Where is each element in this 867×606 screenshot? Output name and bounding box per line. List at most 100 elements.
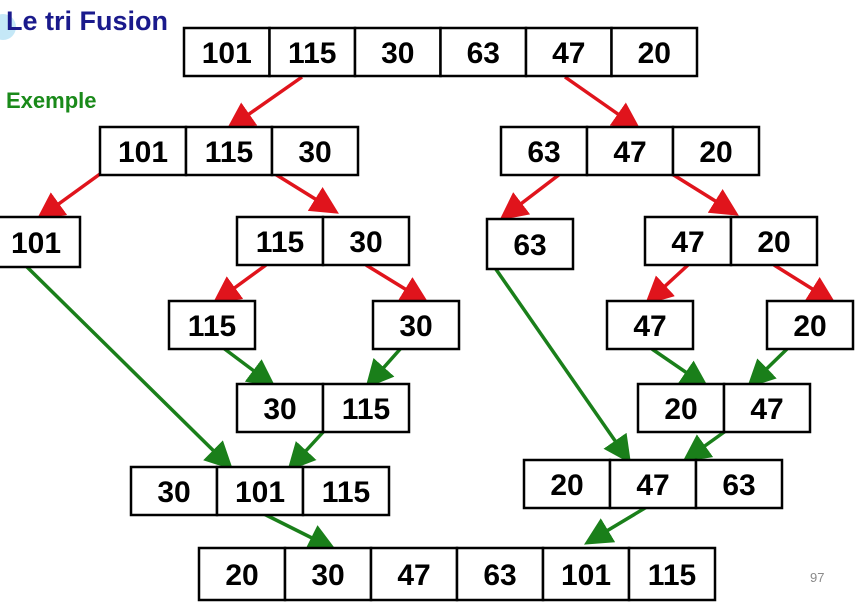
array-cell xyxy=(485,217,575,271)
split-arrow xyxy=(365,263,429,304)
array-cell xyxy=(524,26,613,78)
cell-value: 101 xyxy=(118,136,168,169)
merge-arrow xyxy=(23,263,233,470)
array-cell xyxy=(129,465,219,517)
arrays-layer: 101 115 30 63 47 20 101 115 30 63 47 20 101 115 30 63 47… xyxy=(0,26,855,602)
cell-value: 47 xyxy=(613,136,646,169)
page-subtitle: Exemple xyxy=(6,88,97,113)
array-cell xyxy=(301,465,391,517)
cell-value: 47 xyxy=(633,310,666,343)
split-arrow xyxy=(274,172,339,214)
merge-arrow xyxy=(365,345,404,389)
cell-value: 63 xyxy=(483,559,516,592)
cell-value: 20 xyxy=(638,37,671,70)
cell-value: 115 xyxy=(288,37,336,70)
cell-value: 115 xyxy=(256,226,304,259)
array-cell xyxy=(585,125,675,177)
cell-value: 20 xyxy=(225,559,258,592)
page-title: Le tri Fusion xyxy=(6,6,168,36)
array-cell xyxy=(608,458,698,510)
array-cell xyxy=(694,458,784,510)
merge-arrow xyxy=(261,511,337,551)
array-cell xyxy=(729,215,819,267)
cell-value: 20 xyxy=(699,136,732,169)
cell-value: 47 xyxy=(750,393,783,426)
array-l115-30: 115 30 xyxy=(235,215,411,267)
cell-value: 30 xyxy=(311,559,344,592)
array-left: 101 115 30 xyxy=(98,125,360,177)
cell-value: 20 xyxy=(550,469,583,502)
cell-value: 20 xyxy=(664,393,697,426)
array-r20: 20 xyxy=(765,299,855,351)
array-cell xyxy=(197,546,287,602)
array-cell xyxy=(671,125,761,177)
merge-arrow xyxy=(746,347,789,388)
array-cell xyxy=(235,382,325,434)
merge-arrow xyxy=(491,264,631,464)
array-cell xyxy=(610,26,699,78)
logo-decoration xyxy=(0,14,16,40)
array-cell xyxy=(0,215,82,269)
cell-value: 30 xyxy=(298,136,331,169)
cell-value: 115 xyxy=(188,310,236,343)
array-r47: 47 xyxy=(605,299,695,351)
split-arrow xyxy=(36,172,102,221)
cell-value: 101 xyxy=(561,559,611,592)
array-cell xyxy=(643,215,733,267)
cell-value: 101 xyxy=(202,37,252,70)
cell-value: 115 xyxy=(322,476,370,509)
merge-arrow xyxy=(651,347,709,388)
cell-value: 20 xyxy=(793,310,826,343)
split-arrow xyxy=(226,75,304,131)
merge-arrow xyxy=(287,428,327,472)
split-arrow xyxy=(563,75,641,131)
array-cell xyxy=(182,26,271,78)
array-r63: 63 xyxy=(485,217,575,271)
array-cell xyxy=(722,382,812,434)
array-right: 63 47 20 xyxy=(499,125,761,177)
array-mleft: 30 101 115 xyxy=(129,465,391,517)
array-cell xyxy=(268,26,357,78)
array-cell xyxy=(321,215,411,267)
merge-arrow xyxy=(682,428,729,463)
cell-value: 47 xyxy=(397,559,430,592)
cell-value: 115 xyxy=(648,559,696,592)
split-arrow xyxy=(212,263,268,305)
cell-value: 30 xyxy=(349,226,382,259)
array-result: 20 30 47 63 101 115 xyxy=(197,546,717,602)
cell-value: 30 xyxy=(157,476,190,509)
cell-value: 115 xyxy=(205,136,253,169)
cell-value: 63 xyxy=(722,469,755,502)
array-mright: 20 47 63 xyxy=(522,458,784,510)
page-number: 97 xyxy=(810,570,825,585)
array-r47-20: 47 20 xyxy=(643,215,819,267)
cell-value: 101 xyxy=(235,476,285,509)
cell-value: 47 xyxy=(552,37,585,70)
array-cell xyxy=(636,382,726,434)
cell-value: 101 xyxy=(11,227,61,260)
array-l115: 115 xyxy=(167,299,257,351)
cell-value: 47 xyxy=(636,469,669,502)
array-cell xyxy=(371,299,461,351)
split-arrow xyxy=(499,172,562,221)
cell-value: 63 xyxy=(513,229,546,262)
cell-value: 20 xyxy=(757,226,790,259)
array-cell xyxy=(270,125,360,177)
array-cell xyxy=(98,125,188,177)
merge-arrow xyxy=(220,345,276,388)
cell-value: 47 xyxy=(671,226,704,259)
array-cell xyxy=(369,546,459,602)
array-cell xyxy=(541,546,631,602)
split-arrow xyxy=(773,263,836,304)
arrows-layer xyxy=(23,75,836,551)
array-cell xyxy=(167,299,257,351)
cell-value: 63 xyxy=(527,136,560,169)
array-l101: 101 xyxy=(0,215,82,269)
array-cell xyxy=(765,299,855,351)
split-arrow xyxy=(671,172,739,216)
cell-value: 30 xyxy=(263,393,296,426)
array-cell xyxy=(353,26,442,78)
